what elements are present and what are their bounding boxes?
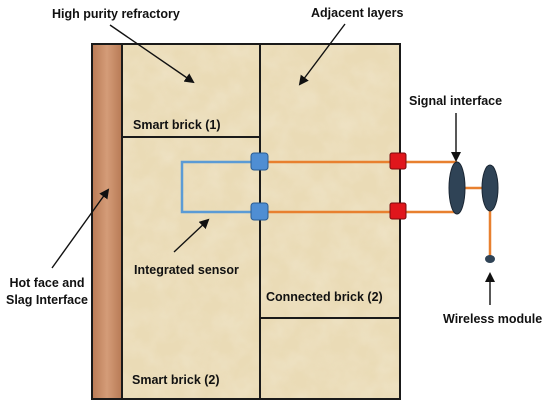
label-hot-face: Hot face and Slag Interface <box>4 275 90 309</box>
annotation-arrows <box>51 23 495 305</box>
hot-face-strip <box>91 43 123 400</box>
arrow-hot-face <box>51 188 110 269</box>
label-hot-face-line1: Hot face and <box>9 276 85 290</box>
label-connected-brick-2: Connected brick (2) <box>266 290 383 304</box>
connector-node-bottom <box>389 202 407 220</box>
label-hot-face-line2: Slag Interface <box>6 293 88 307</box>
sensor-node-top <box>250 152 269 171</box>
label-wireless-module: Wireless module <box>443 312 543 326</box>
label-signal-interface: Signal interface <box>409 94 503 108</box>
sensor-wire-loop <box>180 160 260 214</box>
arrow-integrated-sensor <box>173 218 210 253</box>
connector-node-top <box>389 152 407 170</box>
label-high-purity-refractory: High purity refractory <box>52 7 180 21</box>
arrow-adjacent <box>298 23 346 86</box>
sensor-node-bottom <box>250 202 269 221</box>
label-adjacent-layers: Adjacent layers <box>311 6 404 20</box>
label-smart-brick-1: Smart brick (1) <box>133 118 221 132</box>
arrow-high-purity <box>109 24 195 84</box>
signal-interface-disc-right <box>481 164 499 212</box>
label-integrated-sensor: Integrated sensor <box>134 263 239 277</box>
wireless-module-dot <box>485 255 495 263</box>
label-smart-brick-2: Smart brick (2) <box>132 373 220 387</box>
signal-interface-disc-left <box>448 161 466 215</box>
